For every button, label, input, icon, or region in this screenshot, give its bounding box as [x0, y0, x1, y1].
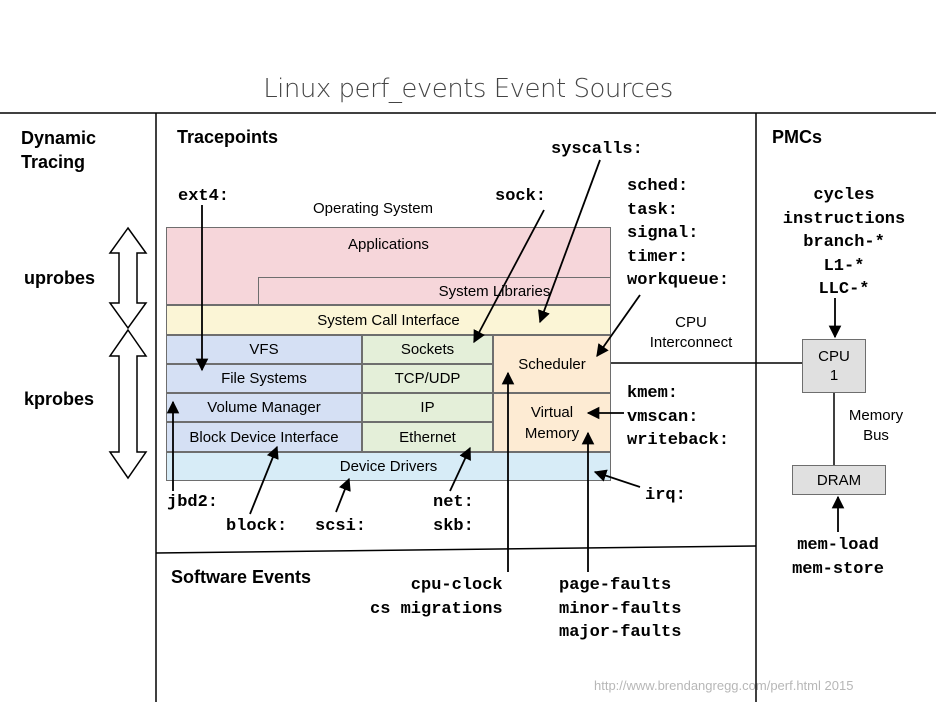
ext4-tracepoint: ext4:: [178, 187, 230, 206]
jbd2-tracepoint: jbd2:: [167, 493, 219, 512]
ethernet-label: Ethernet: [399, 428, 456, 446]
ip-label: IP: [420, 399, 435, 416]
virtual-memory-label: Virtual Memory: [524, 403, 580, 442]
system-call-interface-label: System Call Interface: [317, 311, 460, 329]
page-title: Linux perf_events Event Sources: [263, 74, 673, 104]
cpu-box: CPU 1: [802, 339, 866, 393]
net-tracepoint-group: net: skb:: [433, 493, 474, 536]
scsi-arrow: [335, 477, 351, 513]
block-device-interface-layer: Block Device Interface: [166, 422, 362, 452]
software-events-heading: Software Events: [171, 567, 312, 587]
memory-tracepoint-group: kmem: vmscan: writeback:: [627, 384, 730, 450]
tracepoints-heading: Tracepoints: [177, 127, 279, 147]
memory-events: mem-load mem-store: [792, 536, 884, 579]
file-systems-layer: File Systems: [166, 364, 362, 393]
cpu-interconnect-label: CPU Interconnect: [649, 314, 733, 351]
ip-layer: IP: [362, 393, 493, 422]
memory-bus-label: Memory Bus: [848, 407, 904, 444]
system-call-interface-layer: System Call Interface: [166, 305, 611, 335]
kprobes-arrow: [108, 328, 148, 480]
pmc-events: cycles instructions branch-* L1-* LLC-*: [782, 186, 906, 299]
footer-url: http://www.brendangregg.com/perf.html 20…: [594, 678, 854, 693]
system-libraries-label: System Libraries: [438, 282, 551, 300]
virtual-memory-layer: Virtual Memory: [493, 393, 611, 452]
sockets-label: Sockets: [400, 341, 455, 358]
syscalls-tracepoint: syscalls:: [551, 140, 643, 159]
block-device-interface-label: Block Device Interface: [189, 428, 339, 446]
tcp-udp-layer: TCP/UDP: [362, 364, 493, 393]
software-divider: [155, 545, 757, 554]
dynamic-tracing-heading: Dynamic Tracing: [21, 128, 97, 172]
volume-manager-layer: Volume Manager: [166, 393, 362, 422]
vfs-label: VFS: [249, 341, 279, 358]
file-systems-label: File Systems: [221, 370, 307, 387]
applications-label: Applications: [348, 236, 429, 253]
scsi-tracepoint: scsi:: [315, 517, 367, 536]
block-tracepoint: block:: [226, 517, 288, 536]
ethernet-layer: Ethernet: [362, 422, 493, 452]
dram-label: DRAM: [816, 471, 862, 489]
scheduler-layer: Scheduler: [493, 335, 611, 393]
vfs-layer: VFS: [166, 335, 362, 364]
operating-system-label: Operating System: [313, 200, 434, 217]
cpu-box-label: CPU 1: [818, 348, 850, 384]
fault-software-events: page-faults minor-faults major-faults: [559, 576, 682, 642]
uprobes-label: uprobes: [24, 268, 96, 288]
device-drivers-label: Device Drivers: [339, 458, 438, 475]
sockets-layer: Sockets: [362, 335, 493, 364]
device-drivers-layer: Device Drivers: [166, 452, 611, 481]
scheduler-label: Scheduler: [518, 355, 586, 373]
tcp-udp-label: TCP/UDP: [394, 370, 461, 387]
uprobes-arrow: [108, 226, 148, 330]
irq-tracepoint: irq:: [645, 486, 686, 505]
volume-manager-label: Volume Manager: [207, 399, 321, 416]
system-libraries-layer: System Libraries: [258, 277, 611, 305]
pmcs-heading: PMCs: [772, 127, 823, 147]
sock-tracepoint: sock:: [495, 187, 547, 206]
sched-tracepoint-group: sched: task: signal: timer: workqueue:: [627, 177, 730, 290]
cpu-software-events: cpu-clock cs migrations: [370, 576, 503, 619]
kprobes-label: kprobes: [24, 389, 95, 409]
dram-box: DRAM: [792, 465, 886, 495]
